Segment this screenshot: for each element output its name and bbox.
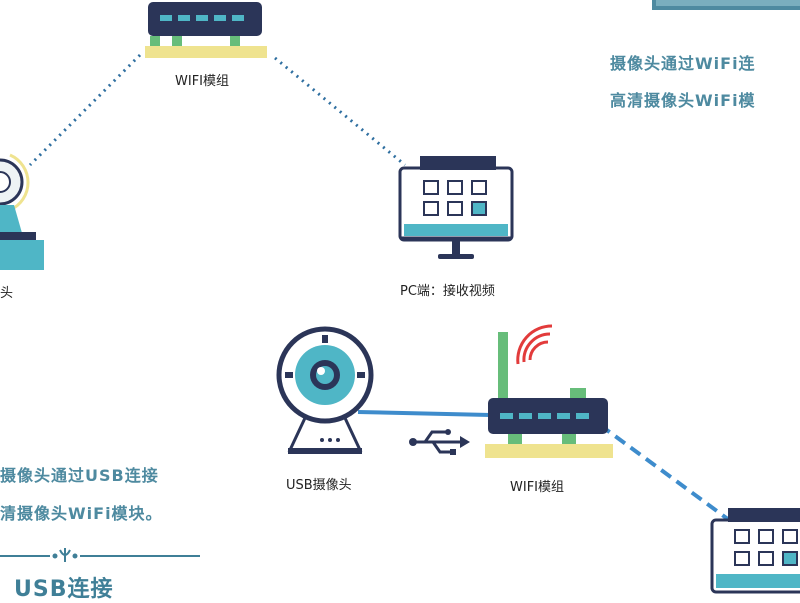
banner-inner (656, 0, 800, 6)
wifi-module-bottom-label: WIFI模组 (510, 480, 564, 495)
usb-camera-icon (276, 326, 374, 454)
pc-label: PC端：接收视频 (400, 284, 495, 299)
link-camera-to-wifi (28, 53, 142, 167)
usb-camera-label: USB摄像头 (286, 478, 352, 493)
bottom-heading: USB连接 (14, 577, 114, 602)
top-desc-line2: 高清摄像头WiFi模 (610, 91, 756, 110)
usb-symbol-icon (409, 429, 470, 455)
link-wifi-to-pc (274, 56, 406, 167)
camera-left-label: 头 (0, 286, 14, 301)
pc-monitor-fragment-icon (710, 508, 800, 594)
pc-monitor-icon (398, 156, 514, 259)
wifi-link-dashed (598, 423, 742, 530)
wifi-module-top-icon (145, 2, 267, 58)
bottom-desc-line1: 摄像头通过USB连接 (0, 466, 159, 485)
top-links (28, 53, 406, 167)
divider-ornament (0, 548, 200, 562)
top-desc-line1: 摄像头通过WiFi连 (610, 54, 756, 73)
wifi-module-bottom-icon (485, 324, 613, 458)
bottom-desc-line2: 清摄像头WiFi模块。 (0, 504, 163, 523)
camera-left-icon (0, 153, 44, 270)
wifi-module-top-label: WIFI模组 (175, 74, 229, 89)
usb-cable-line (357, 410, 491, 417)
